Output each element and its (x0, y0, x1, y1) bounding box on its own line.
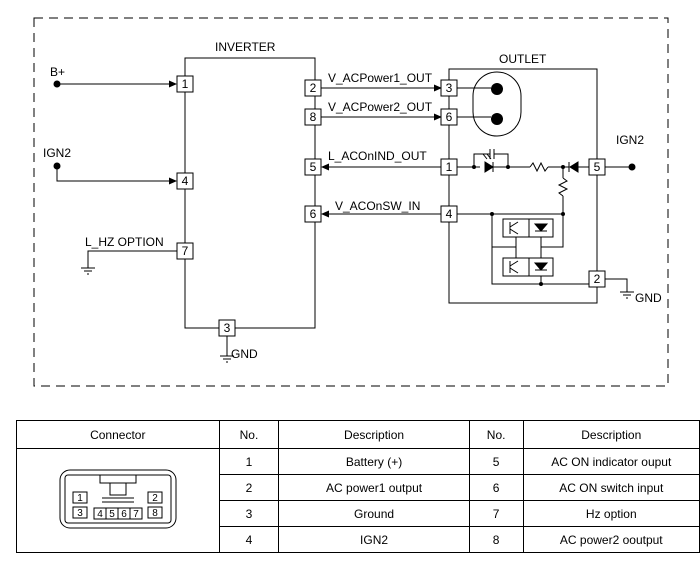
indicator-circuit (457, 149, 589, 213)
svg-text:8: 8 (310, 110, 317, 124)
svg-text:2: 2 (594, 272, 601, 286)
svg-text:1: 1 (77, 493, 83, 504)
pin-description: IGN2 (278, 526, 470, 553)
svg-text:8: 8 (152, 508, 158, 519)
outlet-pin-5: 5 (588, 158, 606, 176)
outlet-pin-1: 1 (440, 158, 458, 176)
v-acpower1-out-label: V_ACPower1_OUT (328, 71, 433, 85)
svg-text:4: 4 (97, 509, 103, 520)
inverter-pin-6: 6 (304, 205, 322, 223)
svg-text:4: 4 (446, 207, 453, 221)
connector-face-icon: 1 2 3 4 5 6 7 8 (59, 469, 177, 529)
outlet-pin-4: 4 (440, 205, 458, 223)
inverter-title: INVERTER (215, 40, 276, 54)
arrow-icon (434, 84, 442, 92)
table-row: 3 Ground 7 Hz option (17, 500, 700, 527)
svg-text:2: 2 (310, 81, 317, 95)
pin-number: 4 (218, 526, 280, 553)
inverter-pin-2: 2 (304, 79, 322, 97)
svg-text:3: 3 (224, 321, 231, 335)
optocoupler-icon (509, 221, 549, 274)
arrow-icon (169, 80, 177, 88)
outlet-socket-icon (472, 71, 522, 137)
ign2-left-label: IGN2 (43, 146, 71, 160)
arrow-icon (434, 113, 442, 121)
inverter-pin-5: 5 (304, 158, 322, 176)
arrow-icon (169, 177, 177, 185)
ground-icon (620, 291, 634, 299)
svg-text:3: 3 (77, 508, 83, 519)
l-hz-option-label: L_HZ OPTION (85, 235, 164, 249)
ground-icon (81, 267, 95, 275)
ign2-right-label: IGN2 (616, 133, 644, 147)
outlet-title: OUTLET (499, 52, 547, 66)
svg-text:2: 2 (152, 493, 158, 504)
pin-description: AC ON indicator ouput (522, 448, 700, 475)
dashed-boundary (33, 17, 669, 387)
pin-number: 2 (218, 474, 280, 501)
inverter-box (184, 57, 316, 329)
svg-text:7: 7 (133, 509, 139, 520)
pin-description: Hz option (522, 500, 700, 527)
svg-text:7: 7 (182, 244, 189, 258)
inverter-pin-4: 4 (176, 172, 194, 190)
table-row: 1 2 3 4 5 6 7 8 1 Battery (+) 5 AC ON in… (16, 448, 700, 553)
pin-number: 1 (218, 448, 280, 475)
pin-description: AC power2 ooutput (522, 526, 700, 553)
pin-description: AC power1 output (278, 474, 470, 501)
gnd-inverter-label: GND (231, 347, 258, 361)
header-no-2: No. (468, 420, 524, 449)
inverter-pin-8: 8 (304, 108, 322, 126)
svg-text:5: 5 (310, 160, 317, 174)
connector-face-cell: 1 2 3 4 5 6 7 8 (16, 448, 220, 553)
svg-text:1: 1 (182, 77, 189, 91)
inverter-pin-3: 3 (218, 319, 236, 337)
pin-description: Ground (278, 500, 470, 527)
svg-text:6: 6 (446, 110, 453, 124)
pin-description: AC ON switch input (522, 474, 700, 501)
outlet-box (448, 68, 598, 304)
pin-number: 8 (468, 526, 524, 553)
header-connector: Connector (16, 420, 220, 449)
pin-number: 5 (468, 448, 524, 475)
svg-text:6: 6 (310, 207, 317, 221)
v-acpower2-out-label: V_ACPower2_OUT (328, 100, 433, 114)
svg-text:5: 5 (109, 509, 115, 520)
header-description-1: Description (278, 420, 470, 449)
circuit-diagram: INVERTER 1 4 7 2 8 5 6 3 B+ IGN2 L_HZ OP… (33, 17, 669, 387)
v-aconsw-in-label: V_ACOnSW_IN (335, 199, 420, 213)
svg-text:6: 6 (121, 509, 127, 520)
inverter-pin-1: 1 (176, 75, 194, 93)
pin-number: 7 (468, 500, 524, 527)
header-no-1: No. (218, 420, 280, 449)
arrow-icon (321, 163, 329, 171)
b-plus-label: B+ (50, 65, 65, 79)
header-description-2: Description (522, 420, 700, 449)
outlet-pin-6: 6 (440, 108, 458, 126)
l-aconind-out-label: L_ACOnIND_OUT (328, 149, 427, 163)
svg-text:4: 4 (182, 174, 189, 188)
inverter-pin-7: 7 (176, 242, 194, 260)
ground-icon (220, 355, 234, 363)
connector-pin-table: Connector No. Description No. Descriptio… (16, 420, 700, 553)
gnd-outlet-label: GND (635, 291, 662, 305)
svg-text:3: 3 (446, 81, 453, 95)
pin-description: Battery (+) (278, 448, 470, 475)
table-row: 4 IGN2 8 AC power2 ooutput (17, 526, 700, 553)
svg-text:1: 1 (446, 160, 453, 174)
pin-number: 6 (468, 474, 524, 501)
outlet-pin-2: 2 (588, 270, 606, 288)
svg-text:5: 5 (594, 160, 601, 174)
outlet-pin-3: 3 (440, 79, 458, 97)
arrow-icon (321, 210, 329, 218)
pin-number: 3 (218, 500, 280, 527)
switch-circuit (457, 212, 589, 286)
